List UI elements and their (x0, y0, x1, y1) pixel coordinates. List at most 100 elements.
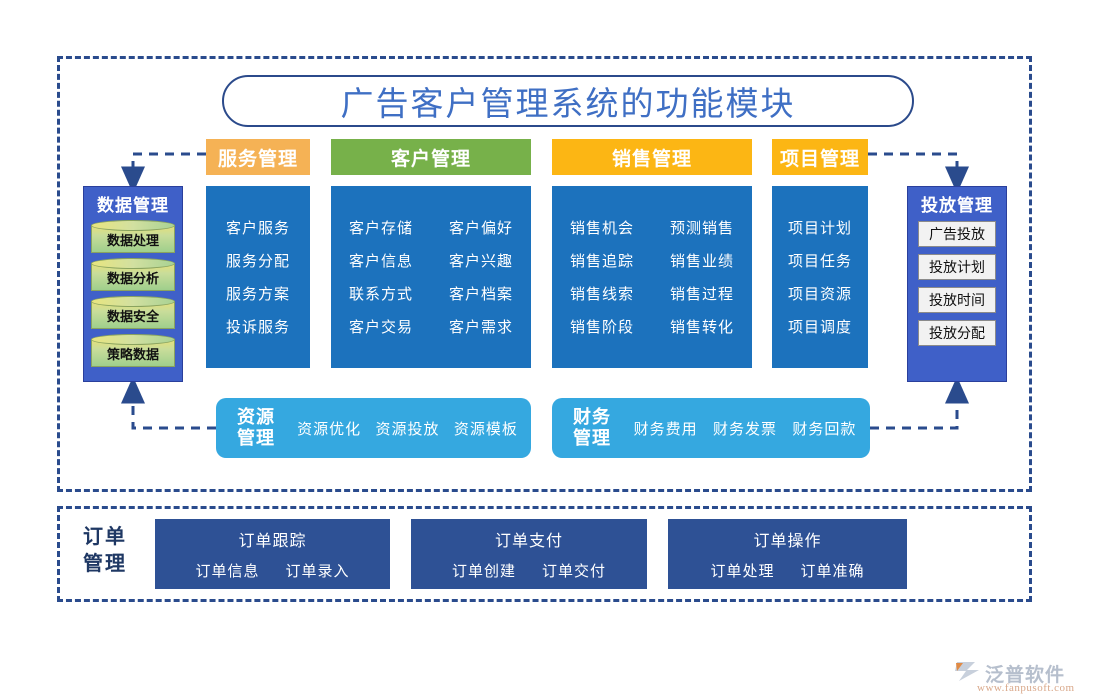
bar-item[interactable]: 资源优化 (297, 420, 362, 438)
panel-item[interactable]: 项目计划 (787, 220, 852, 237)
panel-row: 服务方案 (206, 277, 310, 310)
order-card-title: 订单跟踪 (238, 533, 307, 550)
delivery-chip[interactable]: 广告投放 (918, 221, 996, 247)
bar-item[interactable]: 财务回款 (792, 420, 857, 438)
category-header-service[interactable]: 服务管理 (206, 139, 310, 175)
panel-row: 销售机会 预测销售 (552, 211, 752, 244)
panel-item[interactable]: 联系方式 (348, 286, 413, 303)
diagram-title-box: 广告客户管理系统的功能模块 (222, 75, 914, 127)
panel-service: 客户服务 服务分配 服务方案 投诉服务 (206, 186, 310, 368)
order-card-tracking[interactable]: 订单跟踪 订单信息 订单录入 (155, 519, 390, 589)
panel-row: 项目调度 (772, 310, 868, 343)
panel-row: 项目资源 (772, 277, 868, 310)
panel-item[interactable]: 客户需求 (448, 319, 513, 336)
panel-item[interactable]: 预测销售 (669, 220, 734, 237)
panel-item[interactable]: 销售过程 (669, 286, 734, 303)
panel-data-management: 数据管理 数据处理 数据分析 数据安全 策略数据 (83, 186, 183, 382)
panel-item[interactable]: 客户信息 (348, 253, 413, 270)
bar-item[interactable]: 财务发票 (712, 420, 777, 438)
delivery-chip[interactable]: 投放分配 (918, 320, 996, 346)
panel-row: 项目计划 (772, 211, 868, 244)
order-card-items: 订单处理 订单准确 (710, 560, 864, 581)
panel-row: 客户服务 (206, 211, 310, 244)
cylinder-top (91, 334, 175, 345)
bar-items: 财务费用 财务发票 财务回款 (620, 418, 870, 439)
panel-row: 投诉服务 (206, 310, 310, 343)
panel-item[interactable]: 客户存储 (348, 220, 413, 237)
panel-item[interactable]: 客户服务 (225, 220, 290, 237)
cylinder-label: 数据处理 (106, 233, 159, 248)
watermark-url: www.fanpusoft.com (977, 682, 1075, 694)
panel-item[interactable]: 客户偏好 (448, 220, 513, 237)
database-cylinder-icon[interactable]: 数据处理 (91, 220, 175, 255)
panel-row: 销售阶段 销售转化 (552, 310, 752, 343)
database-cylinder-icon[interactable]: 策略数据 (91, 334, 175, 369)
delivery-chip[interactable]: 投放计划 (918, 254, 996, 280)
panel-row: 销售线索 销售过程 (552, 277, 752, 310)
main-dashed-frame (57, 56, 1032, 492)
panel-item[interactable]: 销售阶段 (569, 319, 634, 336)
panel-row: 销售追踪 销售业绩 (552, 244, 752, 277)
panel-item[interactable]: 项目任务 (787, 253, 852, 270)
order-card-title: 订单操作 (753, 533, 822, 550)
delivery-chip[interactable]: 投放时间 (918, 287, 996, 313)
order-dashed-frame (57, 506, 1032, 602)
panel-item[interactable]: 投诉服务 (225, 319, 290, 336)
cylinder-label: 数据分析 (106, 271, 159, 286)
cylinder-label: 策略数据 (106, 347, 159, 362)
panel-item[interactable]: 销售线索 (569, 286, 634, 303)
panel-customer: 客户存储 客户偏好 客户信息 客户兴趣 联系方式 客户档案 客户交易 客户需求 (331, 186, 531, 368)
panel-item[interactable]: 销售业绩 (669, 253, 734, 270)
panel-project: 项目计划 项目任务 项目资源 项目调度 (772, 186, 868, 368)
order-card-items: 订单信息 订单录入 (195, 560, 349, 581)
watermark-brand: 泛普软件 (985, 665, 1066, 686)
panel-item[interactable]: 服务方案 (225, 286, 290, 303)
database-cylinder-icon[interactable]: 数据安全 (91, 296, 175, 331)
panel-item[interactable]: 客户档案 (448, 286, 513, 303)
order-card-title: 订单支付 (494, 533, 563, 550)
order-card-item[interactable]: 订单交付 (542, 563, 607, 580)
order-card-operation[interactable]: 订单操作 订单处理 订单准确 (668, 519, 907, 589)
order-card-payment[interactable]: 订单支付 订单创建 订单交付 (411, 519, 647, 589)
panel-row: 联系方式 客户档案 (331, 277, 531, 310)
category-header-customer[interactable]: 客户管理 (331, 139, 531, 175)
bar-item[interactable]: 资源模板 (453, 420, 518, 438)
panel-item[interactable]: 项目调度 (787, 319, 852, 336)
panel-item[interactable]: 客户兴趣 (448, 253, 513, 270)
order-label-line1: 订单 (83, 526, 127, 548)
order-card-item[interactable]: 订单录入 (285, 563, 350, 580)
panel-item[interactable]: 销售追踪 (569, 253, 634, 270)
panel-row: 客户交易 客户需求 (331, 310, 531, 343)
bar-item[interactable]: 财务费用 (633, 420, 698, 438)
bar-title-line1: 财务 (573, 407, 611, 427)
bar-title: 财务 管理 (552, 407, 620, 449)
panel-item[interactable]: 项目资源 (787, 286, 852, 303)
cylinder-top (91, 258, 175, 269)
panel-sales: 销售机会 预测销售 销售追踪 销售业绩 销售线索 销售过程 销售阶段 销售转化 (552, 186, 752, 368)
page-title: 广告客户管理系统的功能模块 (340, 87, 796, 123)
order-card-item[interactable]: 订单处理 (710, 563, 775, 580)
delivery-management-title: 投放管理 (921, 196, 993, 215)
bar-title-line2: 管理 (237, 428, 275, 448)
panel-item[interactable]: 服务分配 (225, 253, 290, 270)
panel-row: 服务分配 (206, 244, 310, 277)
bar-finance-management: 财务 管理 财务费用 财务发票 财务回款 (552, 398, 870, 458)
order-label-line2: 管理 (83, 553, 127, 575)
bar-title: 资源 管理 (216, 407, 284, 449)
order-card-item[interactable]: 订单创建 (451, 563, 516, 580)
bar-title-line1: 资源 (237, 407, 275, 427)
panel-row: 客户存储 客户偏好 (331, 211, 531, 244)
panel-item[interactable]: 销售转化 (669, 319, 734, 336)
category-header-project[interactable]: 项目管理 (772, 139, 868, 175)
order-card-item[interactable]: 订单信息 (195, 563, 260, 580)
panel-delivery-management: 投放管理 广告投放 投放计划 投放时间 投放分配 (907, 186, 1007, 382)
panel-item[interactable]: 销售机会 (569, 220, 634, 237)
panel-item[interactable]: 客户交易 (348, 319, 413, 336)
bar-item[interactable]: 资源投放 (375, 420, 440, 438)
order-card-item[interactable]: 订单准确 (800, 563, 865, 580)
category-header-sales[interactable]: 销售管理 (552, 139, 752, 175)
database-cylinder-icon[interactable]: 数据分析 (91, 258, 175, 293)
bar-items: 资源优化 资源投放 资源模板 (284, 418, 531, 439)
panel-row: 客户信息 客户兴趣 (331, 244, 531, 277)
